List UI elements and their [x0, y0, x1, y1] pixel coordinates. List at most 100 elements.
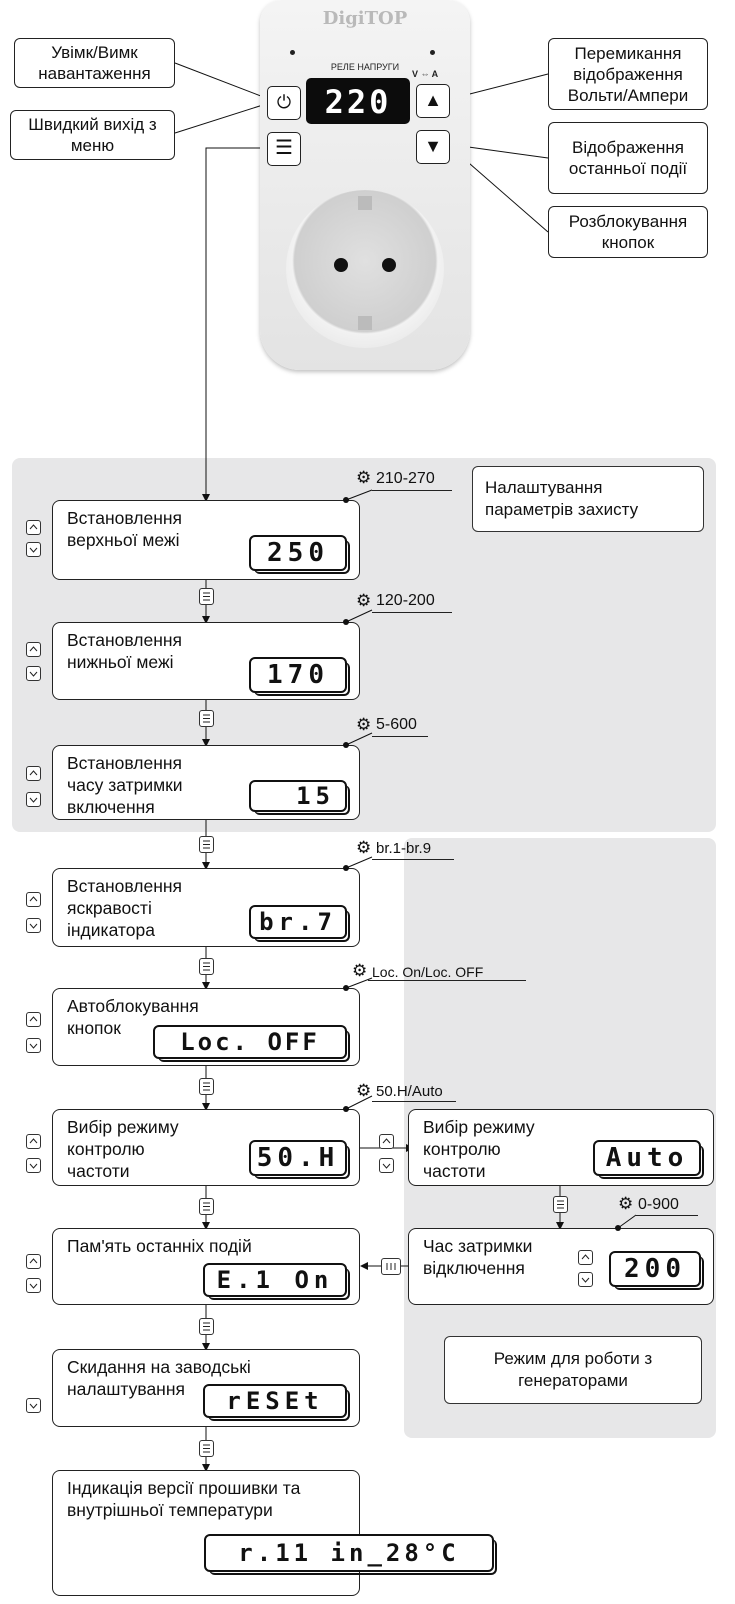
- range-dot: [343, 865, 349, 871]
- segment-display: 170: [249, 657, 350, 696]
- step-label: Автоблокування кнопок: [67, 996, 199, 1038]
- down-arrow-icon[interactable]: [26, 792, 41, 807]
- gear-icon: ⚙: [356, 591, 372, 610]
- down-arrow-icon[interactable]: [26, 666, 41, 681]
- range-underline: [372, 859, 454, 860]
- up-arrow-icon[interactable]: [26, 642, 41, 657]
- gear-icon: ⚙: [356, 838, 372, 857]
- menu-icon: [199, 710, 214, 727]
- step-label: Вибір режиму контролю частоти: [67, 1117, 179, 1181]
- gear-icon: ⚙: [356, 715, 372, 734]
- gear-icon: ⚙: [356, 1081, 372, 1100]
- step-power-on-delay: Встановлення часу затримки включення 15: [52, 745, 360, 820]
- down-arrow-icon[interactable]: [578, 1272, 593, 1287]
- menu-icon: ☰: [275, 137, 293, 159]
- step-brightness: Встановлення яскравості індикатора br.7: [52, 868, 360, 947]
- range-label: 5-600: [376, 716, 417, 733]
- step-label: Пам'ять останніх подій: [67, 1236, 252, 1256]
- up-arrow-icon[interactable]: [379, 1134, 394, 1149]
- device-subtitle: РЕЛЕ НАПРУГИ: [330, 62, 400, 72]
- menu-icon: [199, 1318, 214, 1335]
- callout-unlock: Розблокування кнопок: [548, 206, 708, 258]
- socket-ground-bottom: [358, 316, 372, 330]
- range-label: 120-200: [376, 592, 435, 609]
- step-upper-limit: Встановлення верхньої межі 250: [52, 500, 360, 580]
- socket-ground-top: [358, 196, 372, 210]
- down-arrow-icon[interactable]: [379, 1158, 394, 1173]
- down-arrow-icon: ▼: [424, 136, 442, 156]
- segment-display: 15: [249, 780, 350, 815]
- segment-display: r.11 in_28°C: [204, 1534, 497, 1575]
- step-label: Встановлення часу затримки включення: [67, 753, 183, 817]
- up-arrow-icon[interactable]: [26, 892, 41, 907]
- range-label: Loc. On/Loc. OFF: [372, 964, 484, 980]
- long-press-menu-icon: [381, 1258, 401, 1275]
- range-underline: [372, 736, 428, 737]
- down-arrow-icon[interactable]: [26, 918, 41, 933]
- down-arrow-icon[interactable]: [26, 1398, 41, 1413]
- range-dot: [343, 1106, 349, 1112]
- range-underline: [636, 1215, 698, 1216]
- protection-settings-note-text: Налаштування параметрів захисту: [485, 478, 639, 519]
- range-dot: [343, 497, 349, 503]
- range-label: 210-270: [376, 470, 435, 487]
- va-label: V ⇔ A: [412, 69, 439, 79]
- up-arrow-icon[interactable]: [26, 1254, 41, 1269]
- up-arrow-icon[interactable]: [26, 766, 41, 781]
- up-arrow-icon[interactable]: [26, 1012, 41, 1027]
- step-label: Встановлення верхньої межі: [67, 508, 183, 550]
- generator-step-frequency-mode: Вибір режиму контролю частоти Auto: [408, 1109, 714, 1186]
- step-label: Індикація версії прошивки та внутрішньої…: [67, 1478, 301, 1520]
- power-icon: ⏻: [276, 92, 292, 112]
- callout-switch-va: Перемикання відображення Вольти/Ампери: [548, 38, 708, 110]
- segment-display: br.7: [249, 905, 350, 942]
- generator-mode-note: Режим для роботи з генераторами: [444, 1336, 702, 1404]
- range-dot: [615, 1225, 621, 1231]
- segment-display: 250: [249, 535, 350, 574]
- step-factory-reset: Скидання на заводські налаштування rESEt: [52, 1349, 360, 1427]
- range-dot: [343, 742, 349, 748]
- step-label: Встановлення яскравості індикатора: [67, 876, 183, 940]
- gear-icon: ⚙: [356, 468, 372, 487]
- status-led-right: [430, 50, 435, 55]
- step-auto-lock: Автоблокування кнопок Loc. OFF: [52, 988, 360, 1066]
- step-frequency-mode: Вибір режиму контролю частоти 50.H: [52, 1109, 360, 1186]
- range-dot: [343, 619, 349, 625]
- range-label: 0-900: [638, 1196, 679, 1213]
- menu-icon: [199, 836, 214, 853]
- step-label: Скидання на заводські налаштування: [67, 1357, 251, 1399]
- down-button[interactable]: ▼: [416, 130, 450, 164]
- menu-icon: [199, 1078, 214, 1095]
- down-arrow-icon[interactable]: [26, 1278, 41, 1293]
- protection-settings-note: Налаштування параметрів захисту: [472, 466, 704, 532]
- up-arrow-icon[interactable]: [26, 1134, 41, 1149]
- menu-icon: [199, 958, 214, 975]
- step-event-memory: Пам'ять останніх подій E.1 On: [52, 1228, 360, 1305]
- up-arrow-icon[interactable]: [578, 1250, 593, 1265]
- segment-display: rESEt: [203, 1384, 350, 1421]
- range-label: 50.H/Auto: [376, 1083, 443, 1100]
- callout-quick-exit: Швидкий вихід з меню: [10, 110, 175, 160]
- gear-icon: ⚙: [352, 961, 368, 980]
- segment-display: Loc. OFF: [153, 1025, 350, 1062]
- socket: [286, 190, 444, 348]
- menu-icon: [199, 588, 214, 605]
- range-dot: [343, 985, 349, 991]
- menu-button[interactable]: ☰: [267, 132, 301, 166]
- step-label: Вибір режиму контролю частоти: [423, 1117, 535, 1181]
- power-button[interactable]: ⏻: [267, 86, 301, 120]
- step-firmware-temperature: Індикація версії прошивки та внутрішньої…: [52, 1470, 360, 1596]
- up-button[interactable]: ▲: [416, 84, 450, 118]
- down-arrow-icon[interactable]: [26, 1158, 41, 1173]
- range-label: br.1-br.9: [376, 840, 432, 857]
- down-arrow-icon[interactable]: [26, 1038, 41, 1053]
- range-underline: [372, 612, 452, 613]
- down-arrow-icon[interactable]: [26, 542, 41, 557]
- segment-display: E.1 On: [203, 1263, 350, 1300]
- menu-icon: [199, 1198, 214, 1215]
- status-led-left: [290, 50, 295, 55]
- device-display-value: 220: [324, 83, 392, 121]
- segment-display: Auto: [593, 1140, 704, 1179]
- up-arrow-icon: ▲: [424, 90, 442, 110]
- up-arrow-icon[interactable]: [26, 520, 41, 535]
